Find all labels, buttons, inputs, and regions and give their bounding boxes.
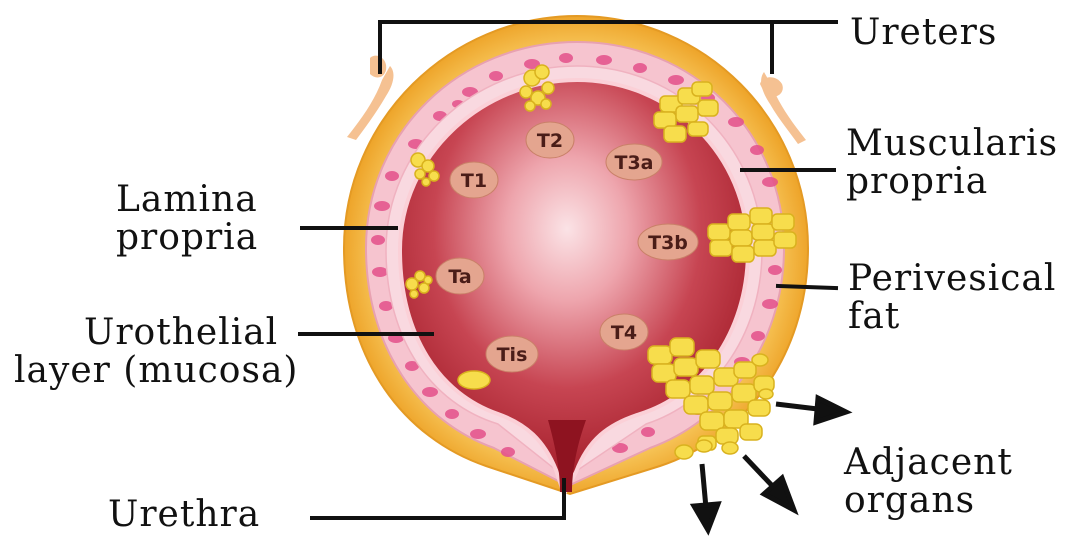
stage-badge-t2: T2 (526, 122, 574, 158)
stage-badge-t3b: T3b (638, 224, 698, 260)
stage-label-t2: T2 (537, 130, 563, 152)
arrow-adjacent-down (694, 464, 718, 530)
stage-label-t3b: T3b (648, 232, 688, 254)
arrow-adjacent-right (776, 398, 846, 422)
label-perivesical-line1: Perivesical (848, 262, 1056, 296)
label-urothelial-line2: layer (mucosa) (14, 354, 298, 388)
stage-badge-t1: T1 (450, 162, 498, 198)
label-muscularis-line2: propria (846, 165, 988, 199)
label-lamina-line2: propria (116, 221, 258, 255)
perivesical-leader (778, 286, 836, 288)
label-perivesical-line2: fat (848, 300, 900, 334)
right-ureter-tip (760, 77, 783, 97)
label-muscularis-line1: Muscularis (846, 127, 1058, 161)
stage-label-t1: T1 (461, 170, 487, 192)
stage-label-tis: Tis (497, 344, 528, 366)
stage-badge-t3a: T3a (606, 144, 662, 180)
urethra-leader (312, 480, 564, 518)
label-urethra: Urethra (108, 498, 260, 532)
stage-label-t3a: T3a (614, 152, 653, 174)
label-urothelial-line1: Urothelial (84, 316, 278, 350)
label-ureters: Ureters (850, 16, 997, 50)
tumor-tis (458, 371, 490, 389)
arrow-adjacent-diagonal (744, 456, 794, 510)
label-lamina-line1: Lamina (116, 183, 258, 217)
stage-badge-ta: Ta (436, 258, 484, 294)
stage-label-t4: T4 (611, 322, 637, 344)
stage-badge-t4: T4 (600, 314, 648, 350)
label-adjacent-line2: organs (844, 484, 975, 518)
stage-label-ta: Ta (448, 266, 471, 288)
stage-badge-tis: Tis (486, 336, 538, 372)
label-adjacent-line1: Adjacent (844, 446, 1013, 480)
